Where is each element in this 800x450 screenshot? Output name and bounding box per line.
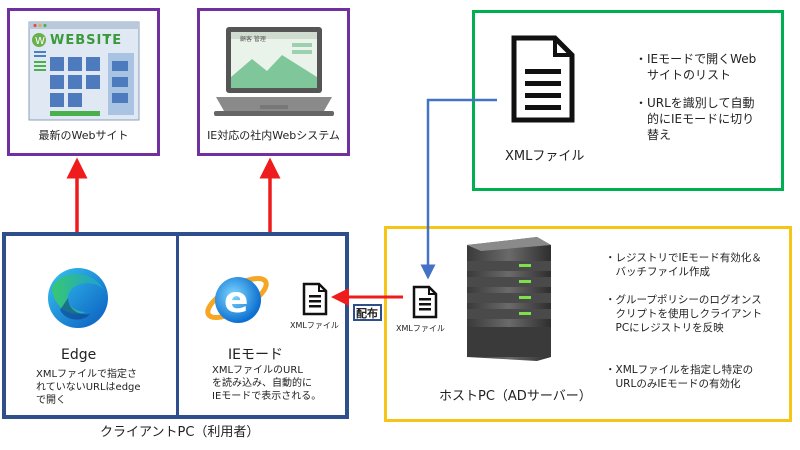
host-xml-file-label: XMLファイル <box>396 324 445 333</box>
xml-bullet-1: ・IEモードで開くWeb サイトのリスト <box>635 52 757 82</box>
distribute-label-text: 配布 <box>356 307 378 320</box>
website-logo-text: WEBSITE <box>50 33 123 48</box>
laptop-icon <box>214 27 334 116</box>
client-pc-caption: クライアントPC（利用者） <box>100 425 260 440</box>
host-xml-file-icon <box>412 285 438 319</box>
distribute-label <box>353 304 382 321</box>
ie-icon: e <box>205 276 269 323</box>
laptop-box: 顧客 管理 IE対応の社内Webシステム <box>197 8 350 156</box>
host-pc-caption: ホストPC（ADサーバー） <box>439 389 592 404</box>
website-illustration: W <box>28 21 140 121</box>
xml-file-caption: XMLファイル <box>505 149 585 164</box>
website-caption: 最新のWebサイト <box>38 129 129 142</box>
host-bullet-1: ・レジストリでIEモード有効化＆ バッチファイル作成 <box>605 252 762 278</box>
edge-title: Edge <box>61 347 97 363</box>
laptop-caption: IE対応の社内Webシステム <box>207 129 340 142</box>
ie-mode-desc: XMLファイルのURL を読み込み、自動的に IEモードで表示される。 <box>212 365 322 402</box>
server-icon <box>467 237 551 361</box>
website-box: W WEBSITE 最新のWebサイト <box>7 8 160 156</box>
xml-bullet-2: ・URLを識別して自動 的にIEモードに切り 替え <box>635 96 755 142</box>
edge-icon <box>48 268 108 328</box>
svg-text:W: W <box>35 36 45 47</box>
laptop-screen-text: 顧客 管理 <box>240 36 266 43</box>
xml-list-box: XMLファイル ・IEモードで開くWeb サイトのリスト ・URLを識別して自動… <box>472 10 784 191</box>
client-xml-file-icon <box>302 282 328 316</box>
host-bullet-3: ・XMLファイルを指定し特定の URLのみIEモードの有効化 <box>605 364 754 390</box>
host-bullet-2: ・グループポリシーのログオンス クリプトを使用しクライアント PCにレジストリを… <box>605 294 763 334</box>
document-icon <box>511 35 575 123</box>
host-pc-box: XMLファイル ホストPC（ADサーバー） ・レジストリでIEモード有効化＆ バ… <box>384 226 792 422</box>
client-xml-file-label: XMLファイル <box>290 321 339 330</box>
edge-desc: XMLファイルで指定さ れていないURLはedge で開く <box>36 369 141 406</box>
client-divider <box>176 236 179 416</box>
client-pc-box: Edge XMLファイルで指定さ れていないURLはedge で開く e IEモ… <box>2 232 349 419</box>
ie-mode-title: IEモード <box>228 347 283 363</box>
svg-text:e: e <box>224 280 248 321</box>
